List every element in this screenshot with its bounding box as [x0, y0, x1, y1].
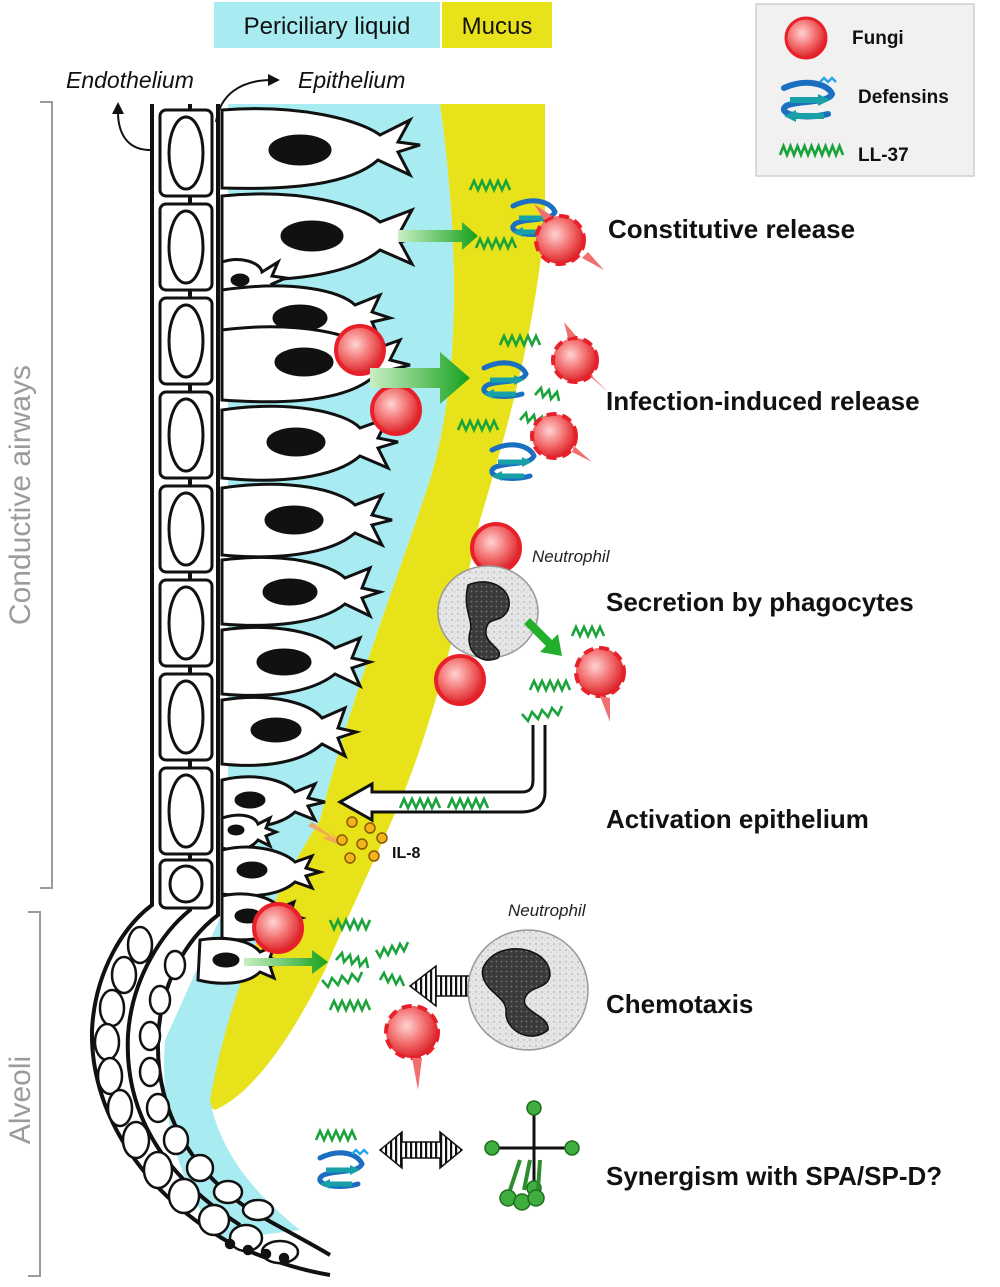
green-arrow — [244, 950, 328, 974]
green-arrow — [398, 222, 478, 250]
neutrophil-icon — [437, 565, 539, 661]
fungus-icon — [252, 902, 304, 954]
green-arrow — [524, 618, 562, 656]
constitutive-release-group — [398, 177, 604, 270]
step-activation-epithelium: Activation epithelium — [606, 804, 869, 834]
epithelial-cell — [220, 555, 386, 627]
legend-defensins-label: Defensins — [858, 87, 949, 108]
mucus-legend-box — [442, 2, 552, 48]
step-secretion-by-phagocytes: Secretion by phagocytes — [606, 587, 914, 617]
endothelium-label: Endothelium — [66, 67, 194, 93]
step-synergism: Synergism with SPA/SP-D? — [606, 1161, 942, 1191]
fungus-icon — [334, 324, 386, 376]
infection-induced-group — [334, 322, 608, 481]
endothelial-cells — [158, 108, 214, 910]
fungus-icon — [434, 654, 486, 706]
epithelium-pointer-arrow — [215, 79, 273, 123]
legend-fungi-label: Fungi — [852, 28, 904, 49]
endothelium-pointer-arrow — [117, 111, 151, 151]
ll37-icon — [521, 623, 606, 724]
ll37-icon — [314, 1127, 358, 1144]
periciliary-legend-box — [214, 2, 440, 48]
fungus-icon — [370, 384, 422, 436]
step-constitutive-release: Constitutive release — [608, 214, 855, 244]
fungus-icon — [551, 322, 608, 392]
neutrophil-label-1: Neutrophil — [532, 547, 611, 566]
fungus-icon — [470, 522, 522, 574]
epithelial-cell — [196, 936, 287, 985]
legend: Fungi Defensins LL-37 — [755, 3, 975, 177]
synergism-group — [314, 1100, 580, 1211]
defensin-icon — [317, 1148, 369, 1189]
periciliary-label: Periciliary liquid — [244, 13, 411, 40]
chemotaxis-group: Neutrophil — [244, 901, 589, 1090]
ll37-icon — [468, 177, 518, 252]
il8-label: IL-8 — [392, 845, 421, 862]
chemotaxis-arrow — [408, 964, 471, 1008]
alveolar-cells — [93, 925, 300, 1265]
legend-ll37-label: LL-37 — [858, 145, 909, 166]
cell-labels: Endothelium Epithelium — [66, 67, 405, 151]
epithelial-cell — [220, 404, 399, 482]
ll37-icon — [778, 142, 845, 159]
activation-epithelium-group: IL-8 — [308, 725, 547, 864]
epithelial-cell — [220, 626, 376, 697]
epithelial-cell — [220, 696, 362, 767]
goblet-cell — [220, 813, 281, 852]
epithelium-label: Epithelium — [298, 67, 405, 93]
surfactant-protein-icon — [484, 1100, 580, 1211]
il8-particles — [336, 816, 388, 864]
region-alveoli-label: Alveoli — [4, 1056, 37, 1144]
bidirectional-arrow — [378, 1130, 464, 1170]
fungus-icon — [534, 204, 604, 270]
region-conductive-label: Conductive airways — [4, 365, 37, 625]
mucus-label: Mucus — [462, 13, 533, 40]
step-infection-induced-release: Infection-induced release — [606, 386, 920, 416]
neutrophil-icon — [467, 929, 589, 1051]
ll37-icon — [398, 795, 490, 812]
step-chemotaxis: Chemotaxis — [606, 989, 753, 1019]
defensin-icon — [481, 360, 529, 399]
mucus-layer — [200, 104, 545, 1110]
fungus-icon — [574, 646, 626, 722]
region-brackets: Conductive airways Alveoli — [4, 101, 53, 1277]
green-arrow — [370, 352, 470, 404]
neutrophil-label-2: Neutrophil — [508, 901, 587, 920]
step-labels: Constitutive release Infection-induced r… — [606, 214, 942, 1191]
epithelial-cell — [220, 107, 421, 190]
fungus-icon — [384, 1004, 440, 1090]
defensin-icon — [489, 442, 537, 481]
phagocyte-secretion-group: Neutrophil — [434, 522, 626, 724]
il8-release-arrow — [308, 822, 342, 846]
signal-arrow — [336, 725, 547, 823]
header: Periciliary liquid Mucus — [214, 2, 552, 48]
defensin-icon — [781, 76, 837, 122]
fungus-icon — [784, 16, 828, 60]
ll37-icon — [321, 916, 410, 1014]
fungus-icon — [522, 412, 592, 466]
